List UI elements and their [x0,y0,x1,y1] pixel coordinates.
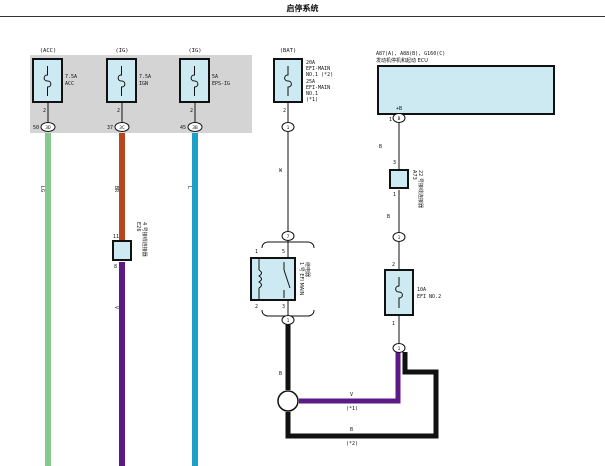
connector-ecu-b[interactable] [392,113,406,123]
fuse-efi2-pin-bottom: 1 [392,321,395,327]
connector-relay-top-label: 7 [287,234,290,240]
wire-label-acc: LG [39,186,45,192]
junction-block-panel [30,55,252,133]
wire-label-ign: BR [113,186,119,193]
relay-pin-bottom-right: 3 [282,304,285,310]
relay-switch-icon [283,269,291,289]
splice-point[interactable] [277,390,299,412]
fuse-eps-pin: 2 [190,108,193,114]
connector-relay-bottom[interactable] [281,315,295,325]
connector-3c[interactable] [114,122,130,132]
fuse-eps-source: (IG) [188,48,201,54]
ecu-pin-label: +B [396,106,402,112]
connector-a73-pin-top: 3 [393,160,396,166]
wire-label-v-branch: V [350,392,353,398]
fuse-eps-rating: 5A [212,74,218,80]
connector-e26-pin-top: 11 [113,234,119,240]
connector-3b[interactable] [187,122,203,132]
wire-label-eps: L [186,186,192,189]
fuse-ign-source: (IG) [115,48,128,54]
fuse-eps-name: EPS-IG [212,81,230,87]
fuse-bat-line1: 20A [306,60,315,66]
connector-efi2-bottom-label: 1 [398,346,401,352]
wire-b-branch[interactable] [285,352,439,439]
relay-coil-icon [258,269,262,289]
fuse-bat-line6: NO.1 [306,91,318,97]
fuse-eps-element [190,66,199,96]
fuse-eps-wire-pin: 45 [180,125,186,131]
ecu-line1: A87(A), A88(B), G160(C) [376,51,445,57]
wire-label-a73-b: B [387,214,390,220]
wire-label-b-note: (*2) [346,441,358,447]
ecu-line2: 发动机停机和起动 ECU [376,57,428,64]
fuse-efi2-pin-top: 2 [392,262,395,268]
connector-a73-name: A73 22 号接线连接器 [411,170,424,208]
title-divider [0,16,605,17]
connector-a73-lower[interactable] [392,232,406,242]
connector-e26[interactable] [112,240,132,261]
connector-e26-pin-bottom: 8 [114,264,117,270]
fuse-acc-name: ACC [65,81,74,87]
fuse-ign-rating: 7.5A [139,74,151,80]
relay-box[interactable] [250,257,296,301]
fuse-acc-pin: 2 [43,108,46,114]
fuse-efi2-name: EFI NO.2 [417,294,441,300]
fuse-ign-wire-pin: 37 [107,125,113,131]
connector-efi2-bottom[interactable] [392,343,406,353]
ecu-pin-number: 1 [389,117,392,123]
connector-e26-name-1: E26 [135,222,141,232]
ecu-box[interactable] [377,65,555,115]
wire-v-branch[interactable] [299,352,401,404]
fuse-acc-source: (ACC) [40,48,57,54]
fuse-ign-element [117,66,126,96]
page-title: 启停系统 [286,4,319,13]
relay-pin-bottom-left: 2 [255,304,258,310]
wire-label-ign-lower: V [113,306,119,309]
fuse-bat-line4: 25A [306,79,315,85]
relay-name: 1 号 EFI MAIN 继电器 [298,262,311,297]
fuse-efi2-element [395,277,403,308]
connector-3d-label: 3D [45,125,51,131]
fuse-ign-pin: 2 [117,108,120,114]
fuse-efi2-rating: 10A [417,287,426,293]
relay-pin-top-right: 5 [282,249,285,255]
connector-3d[interactable] [40,122,56,132]
relay-pin-top-left: 1 [255,249,258,255]
fuse-acc-wire-pin: 50 [33,125,39,131]
wire-label-bat-w: W [279,168,283,174]
connector-bat-1[interactable] [281,122,295,132]
connector-a73-name-2: 22 号接线连接器 [417,170,424,208]
fuse-ign-name: IGN [139,81,148,87]
wire-label-ecu-b: B [379,144,382,150]
fuse-bat-line5: EFI-MAIN [306,85,330,91]
connector-e26-name: E26 4 号接线连接器 [135,222,148,257]
connector-bat-1-label: 1 [287,125,290,131]
fuse-acc-element [43,66,52,96]
connector-a73[interactable] [389,169,409,189]
fuse-bat-line3: NO.1 (*2) [306,72,333,78]
connector-a73-pin-bottom: 1 [393,192,396,198]
connector-a73-lower-label: 1 [398,235,401,241]
connector-3c-label: 3C [119,125,125,131]
fuse-bat-line2: EFI-MAIN [306,66,330,72]
wire-label-b-branch: B [350,427,353,433]
wire-label-relay-b: B [279,371,282,377]
relay-name-2: 继电器 [304,262,311,277]
fuse-bat-line7: (*1) [306,97,318,103]
fuse-bat-element [284,66,292,96]
connector-relay-bottom-label: 1 [287,318,290,324]
connector-ecu-b-label: B [398,116,401,122]
fuse-bat-pin: 2 [283,108,286,114]
fuse-acc-rating: 7.5A [65,74,77,80]
relay-name-1: 1 号 EFI MAIN [298,262,304,296]
connector-e26-name-2: 4 号接线连接器 [141,222,148,257]
fuse-bat-source: (BAT) [280,48,297,54]
wire-label-v-note: (*1) [346,406,358,412]
connector-a73-name-1: A73 [411,170,417,180]
connector-3b-label: 3B [192,125,198,131]
